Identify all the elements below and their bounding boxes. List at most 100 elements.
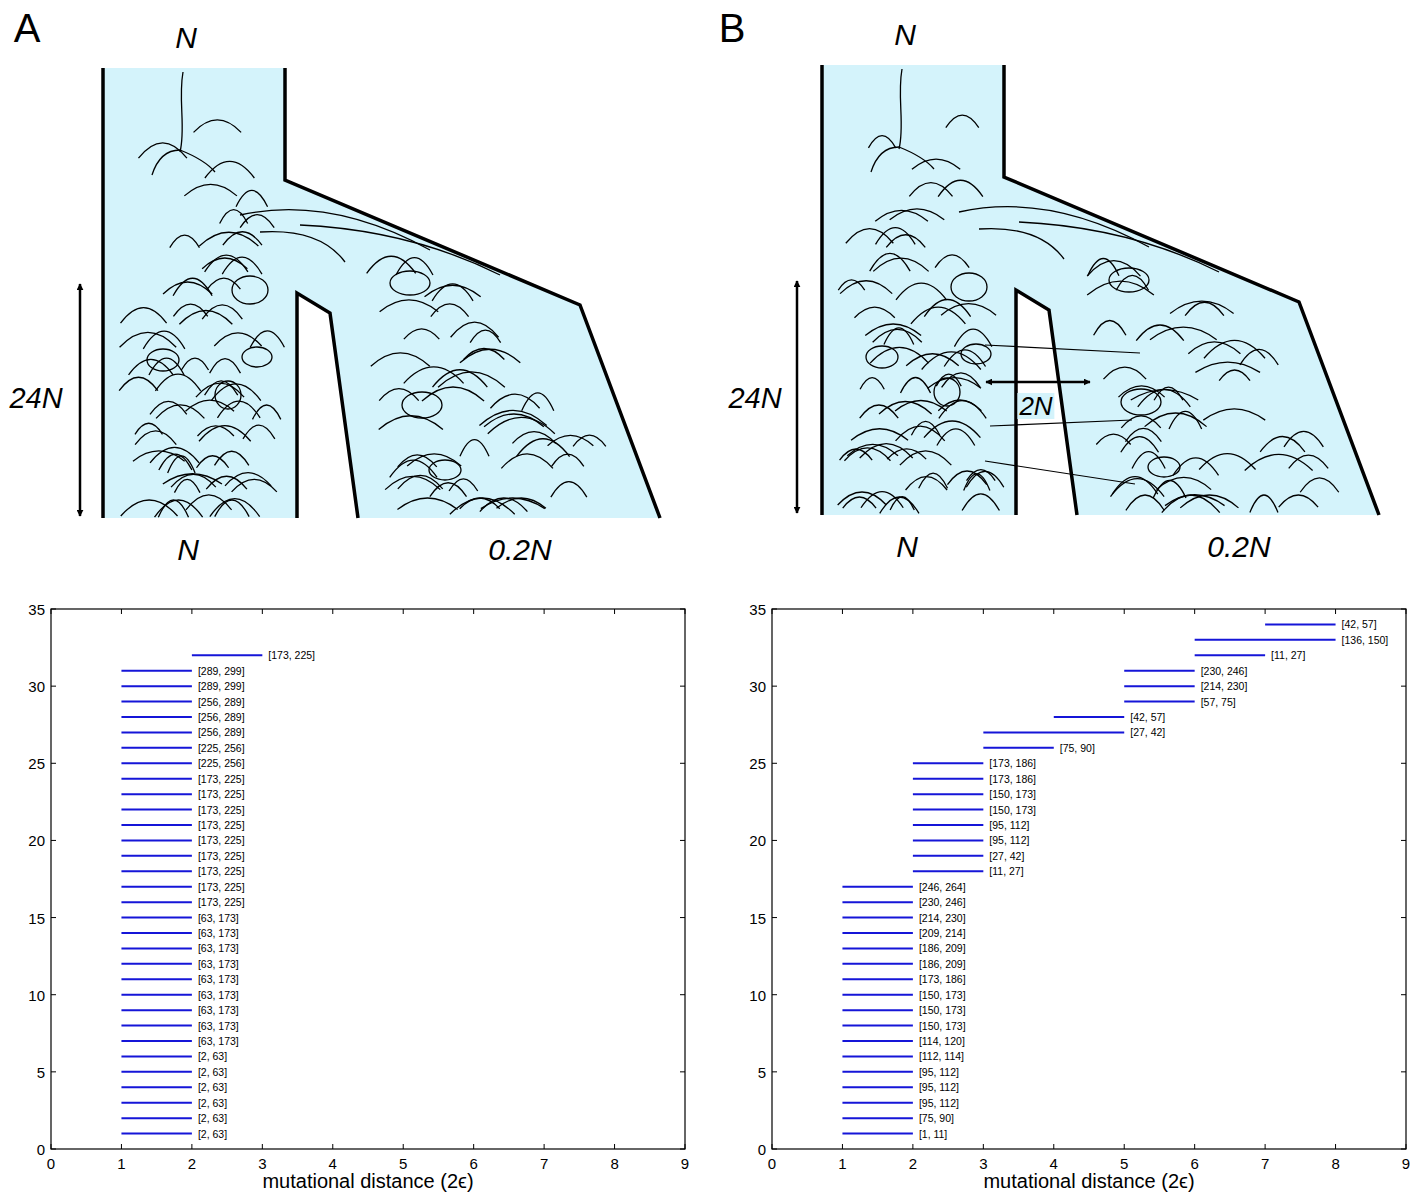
interval-label: [63, 173] (198, 943, 239, 954)
interval-label: [63, 173] (198, 1036, 239, 1047)
tick-mark (680, 763, 685, 764)
plot-frame (51, 609, 685, 1149)
interval-label: [150, 173] (919, 989, 966, 1000)
lineage-loop (390, 271, 430, 295)
tick-mark (912, 609, 913, 614)
lineage-arc (159, 454, 192, 470)
lineage-arc (199, 232, 258, 246)
tick-mark (1401, 917, 1406, 918)
lineage-arc (854, 307, 894, 318)
tick-mark (332, 609, 333, 614)
tick-mark (1401, 686, 1406, 687)
population-border (285, 68, 660, 518)
lineage-arc (1300, 478, 1339, 492)
population-border (1004, 65, 1379, 515)
interval-bar (121, 870, 191, 872)
lineage-arc (840, 281, 892, 294)
lineage-arc (548, 435, 594, 445)
lineage-arc (887, 449, 926, 459)
tick-mark (51, 609, 56, 610)
interval-bar (121, 778, 191, 780)
interval-label: [209, 214] (919, 928, 966, 939)
interval-label: [1, 11] (919, 1128, 947, 1139)
lineage-arc (207, 278, 240, 289)
interval-bar (1124, 701, 1194, 703)
tick-mark (262, 609, 263, 614)
lineage-arc (379, 416, 443, 430)
interval-label: [95, 112] (989, 820, 1029, 831)
tick-label: 3 (258, 1156, 266, 1171)
interval-bar (913, 839, 983, 841)
lineage-arc (1103, 367, 1146, 379)
interval-label: [173, 225] (198, 789, 245, 800)
lineage-arc (180, 72, 183, 152)
lineage-arc (1019, 222, 1219, 272)
lineage-arc (901, 378, 931, 393)
interval-label: [173, 225] (198, 897, 245, 908)
tick-mark (1401, 1071, 1406, 1072)
interval-bar (842, 917, 912, 919)
lineage-loop (402, 392, 442, 418)
interval-bar (842, 886, 912, 888)
interval-label: [63, 173] (198, 928, 239, 939)
interval-bar (983, 747, 1053, 749)
lineage-arc (884, 328, 914, 345)
tick-mark (1124, 609, 1125, 614)
tick-mark (51, 1071, 56, 1072)
lineage-arc (860, 378, 884, 390)
interval-label: [214, 230] (919, 912, 966, 923)
tick-label: 0 (47, 1156, 55, 1171)
interval-bar (121, 978, 191, 980)
tick-mark (685, 609, 686, 614)
interval-bar (913, 793, 983, 795)
migration-arrow (986, 381, 1090, 384)
lineage-arc (962, 494, 999, 511)
tick-mark (51, 686, 56, 687)
lineage-arc (1240, 349, 1278, 365)
lineage-arc (205, 161, 254, 178)
interval-bar (842, 1055, 912, 1057)
lineage-arc (911, 307, 965, 324)
interval-bar (121, 762, 191, 764)
lineage-arc (1284, 431, 1323, 447)
lineage-arc (1156, 477, 1211, 489)
lineage-arc (300, 225, 500, 275)
lineage-arc (150, 401, 187, 414)
lineage-arc (214, 451, 248, 465)
lineage-arc (379, 389, 418, 401)
interval-label: [95, 112] (919, 1097, 959, 1108)
lineage-arc (163, 474, 222, 484)
lineage-loop (934, 378, 960, 406)
tick-mark (1401, 763, 1406, 764)
lineage-arc (1199, 454, 1255, 470)
tick-mark (680, 1071, 685, 1072)
interval-label: [150, 173] (919, 1020, 966, 1031)
migration-line (985, 461, 1135, 484)
interval-bar (121, 731, 191, 733)
tick-mark (1053, 1144, 1054, 1149)
lineage-arc (1126, 495, 1164, 510)
tick-label: 25 (28, 756, 45, 771)
interval-label: [63, 173] (198, 1020, 239, 1031)
tick-mark (842, 1144, 843, 1149)
lineage-arc (871, 147, 899, 172)
tick-mark (842, 609, 843, 614)
interval-label: [27, 42] (989, 851, 1024, 862)
lineage-arc (938, 180, 983, 196)
lineage-arc (906, 477, 948, 490)
tick-label: 4 (329, 1156, 337, 1171)
lineage-arc (240, 215, 274, 228)
time-arrow (796, 281, 799, 513)
interval-bar (983, 731, 1124, 733)
tick-label: 0 (768, 1156, 776, 1171)
interval-bar (842, 978, 912, 980)
lineage-arc (121, 500, 178, 516)
lineage-arc (135, 423, 162, 434)
tick-mark (772, 1071, 777, 1072)
lineage-arc (942, 373, 981, 387)
tick-label: 5 (37, 1064, 45, 1079)
population-border (297, 293, 358, 518)
tick-label: 5 (758, 1064, 766, 1079)
lineage-arc (404, 329, 439, 339)
lineage-arc (484, 414, 544, 427)
